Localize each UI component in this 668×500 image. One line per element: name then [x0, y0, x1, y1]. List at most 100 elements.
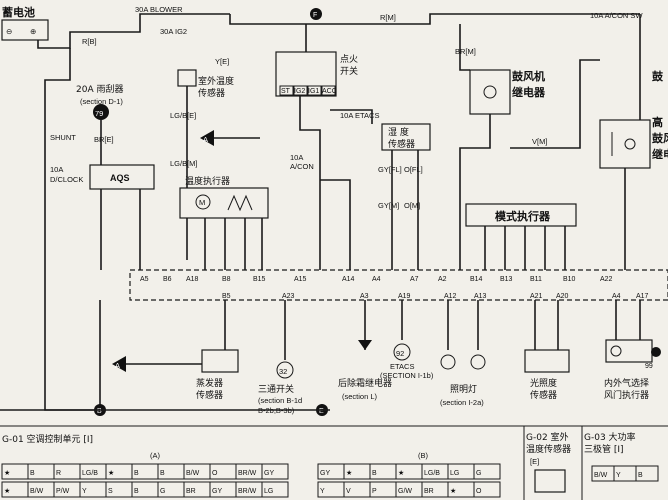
photo-label-2: 传感器: [530, 389, 557, 401]
wire-label-y-e: Y[E]: [215, 57, 229, 66]
fuse-30a-blower-label: 30A BLOWER: [135, 5, 183, 14]
illumination-lamps: 照明灯 (section I-2a): [440, 354, 486, 407]
connector-cell-label: O: [212, 470, 218, 477]
ground-f-text: F: [313, 12, 317, 19]
temp-actuator-motor-icon: M: [199, 198, 205, 207]
bus-pin-top: B6: [163, 276, 172, 283]
connector-cell-label: B/W: [186, 470, 200, 477]
connector-cell-label: ★: [346, 469, 352, 477]
g02-e: [E]: [530, 457, 539, 466]
g03-title-2: 三极管 [I]: [584, 443, 624, 455]
battery-minus-symbol: ⊖: [6, 27, 12, 36]
wire-label-o-m: O[M]: [404, 201, 420, 210]
bus-pin-top: B11: [530, 276, 542, 283]
connector-cell-label: GY: [212, 488, 222, 495]
marker-79[interactable]: 79: [93, 104, 109, 120]
ign-pin-st: ST: [281, 88, 291, 95]
connector-cell: [635, 465, 659, 482]
three-way-section-1: (section B-1d: [258, 396, 302, 405]
high-relay-label-3: 继电: [652, 147, 668, 161]
connector-cell-label: ★: [4, 469, 10, 477]
wire-label-gy-m: GY[M]: [378, 201, 399, 210]
bus-pin-top: A4: [372, 276, 381, 283]
fuse-dclock-label: 10A: [50, 165, 63, 174]
bus-pin-top: A5: [140, 276, 149, 283]
connector-cell-label: B: [638, 472, 643, 479]
marker-79-text: 79: [95, 109, 103, 118]
bus-pin-bottom: A20: [556, 293, 569, 300]
rear-defrost-relay[interactable]: 后除霜继电器 (section L): [338, 340, 392, 401]
connector-cell-label: LG: [450, 470, 459, 477]
temp-actuator: 温度执行器 M: [179, 175, 269, 219]
connector-cell-label: BR/W: [238, 488, 257, 495]
connector-cell-label: ★: [450, 487, 456, 495]
connector-cell-label: ★: [4, 487, 10, 495]
connector-cell-label: V: [346, 488, 351, 495]
connector-cell-label: G: [476, 470, 481, 477]
bus-pin-bottom: A12: [444, 293, 457, 300]
connector-cell-label: B: [134, 470, 139, 477]
etacs-marker[interactable]: 92 ETACS (SECTION I-1b): [380, 343, 434, 380]
etacs-label: ETACS: [390, 362, 414, 371]
etacs-section: (SECTION I-1b): [380, 371, 434, 380]
ignition-switch[interactable]: ST IG2 IG1 ACC 点火 开关: [275, 51, 358, 97]
bus-pin-bottom: A21: [530, 293, 543, 300]
evaporator-sensor: 蒸发器 传感器: [196, 349, 239, 401]
connector-cell-label: BR: [186, 488, 196, 495]
bus-pin-bottom: A17: [636, 293, 649, 300]
battery-plus-symbol: ⊕: [30, 27, 36, 36]
connector-cell-label: G/W: [398, 488, 412, 495]
rear-defrost-section: (section L): [342, 392, 378, 401]
ign-pin-ig2: IG2: [294, 88, 305, 95]
ign-pin-ig1: IG1: [308, 88, 319, 95]
dclock-label: D/CLOCK: [50, 175, 83, 184]
wire-label-v-m: V[M]: [532, 137, 547, 146]
wiper-label: 20A 雨刮器: [76, 83, 123, 95]
outside-temp-sensor: 室外温度 传感器: [177, 69, 234, 99]
fuse-10a-acon-label: 10A: [290, 153, 303, 162]
fuse-30a-ig2-label: 30A IG2: [160, 27, 187, 36]
humidity-label-2: 传感器: [388, 138, 415, 150]
connector-cell-label: B: [134, 488, 139, 495]
marker-a-arrow[interactable]: A: [200, 130, 214, 146]
wire-label-br-e: BR[E]: [94, 135, 114, 144]
illum-section: (section I-2a): [440, 398, 484, 407]
high-relay-label-2: 鼓风: [652, 131, 668, 145]
marker-99[interactable]: 99: [645, 347, 661, 370]
connector-cell-label: Y: [616, 472, 621, 479]
bus-pin-bottom: A13: [474, 293, 487, 300]
intake-label-2: 风门执行器: [604, 389, 649, 401]
connector-cell-label: GY: [320, 470, 330, 477]
three-way-switch[interactable]: 32 三通开关 (section B-1d B-2b,B-3b): [258, 361, 302, 415]
high-blower-relay: 高 鼓风 继电: [599, 115, 668, 169]
bus-pin-bottom: A3: [360, 293, 369, 300]
connector-cell-label: LG: [264, 488, 273, 495]
battery-label: 蓄电池: [2, 5, 35, 19]
shunt-label: SHUNT: [50, 133, 76, 142]
marker-a-arrow-lower[interactable]: A: [112, 356, 126, 372]
bus-pin-top: A2: [438, 276, 447, 283]
connector-cell: [473, 481, 501, 498]
connector-cell-label: LG/B: [424, 470, 440, 477]
battery: ⊖ ⊕ 蓄电池: [1, 5, 49, 41]
connector-cell-label: LG/B: [82, 470, 98, 477]
connector-cell-label: P/W: [56, 488, 70, 495]
ground-marker-f[interactable]: F: [310, 8, 322, 20]
wire-label-r-m: R[M]: [380, 13, 396, 22]
marker-a-text: A: [203, 135, 208, 144]
mode-actuator-label: 模式执行器: [495, 209, 551, 223]
outside-temp-label-1: 室外温度: [198, 75, 234, 87]
bus-pin-top: A15: [294, 276, 307, 283]
ignition-label-2: 开关: [340, 65, 358, 77]
connector-cell-label: R: [56, 470, 61, 477]
g02-title-2: 温度传感器: [526, 443, 571, 455]
bus-pin-bottom: A23: [282, 293, 295, 300]
connector-cell-label: S: [108, 488, 113, 495]
connector-cell-label: ★: [398, 469, 404, 477]
ign-pin-acc: ACC: [322, 88, 337, 95]
connector-cell-label: BR/W: [238, 470, 257, 477]
aqs-label: AQS: [110, 173, 130, 183]
